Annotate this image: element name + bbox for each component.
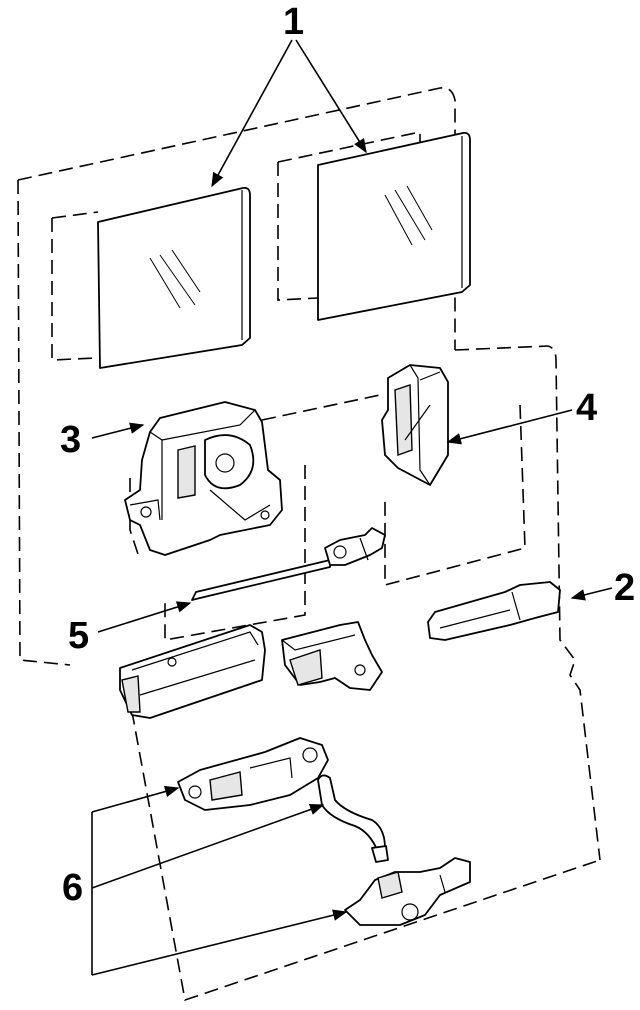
callout-4: 4 (576, 387, 597, 429)
window-glass-right (317, 131, 471, 321)
callout-1: 1 (283, 1, 304, 43)
door-lock-actuator (124, 401, 283, 556)
callout-6: 6 (62, 867, 83, 909)
hinge-pin (317, 774, 389, 863)
leader-lines (91, 39, 613, 976)
upper-hinge (177, 737, 329, 811)
callout-2: 2 (614, 567, 635, 609)
latch-striker (381, 364, 449, 486)
inside-handle-bezel (119, 624, 266, 719)
callout-3: 3 (60, 419, 81, 461)
lock-rod (191, 527, 386, 601)
window-glass-left (97, 186, 251, 369)
door-outline (17, 86, 601, 1002)
callout-5: 5 (68, 615, 89, 657)
lower-hinge (344, 857, 471, 926)
inside-handle-housing (281, 621, 383, 691)
outside-handle (427, 581, 561, 641)
